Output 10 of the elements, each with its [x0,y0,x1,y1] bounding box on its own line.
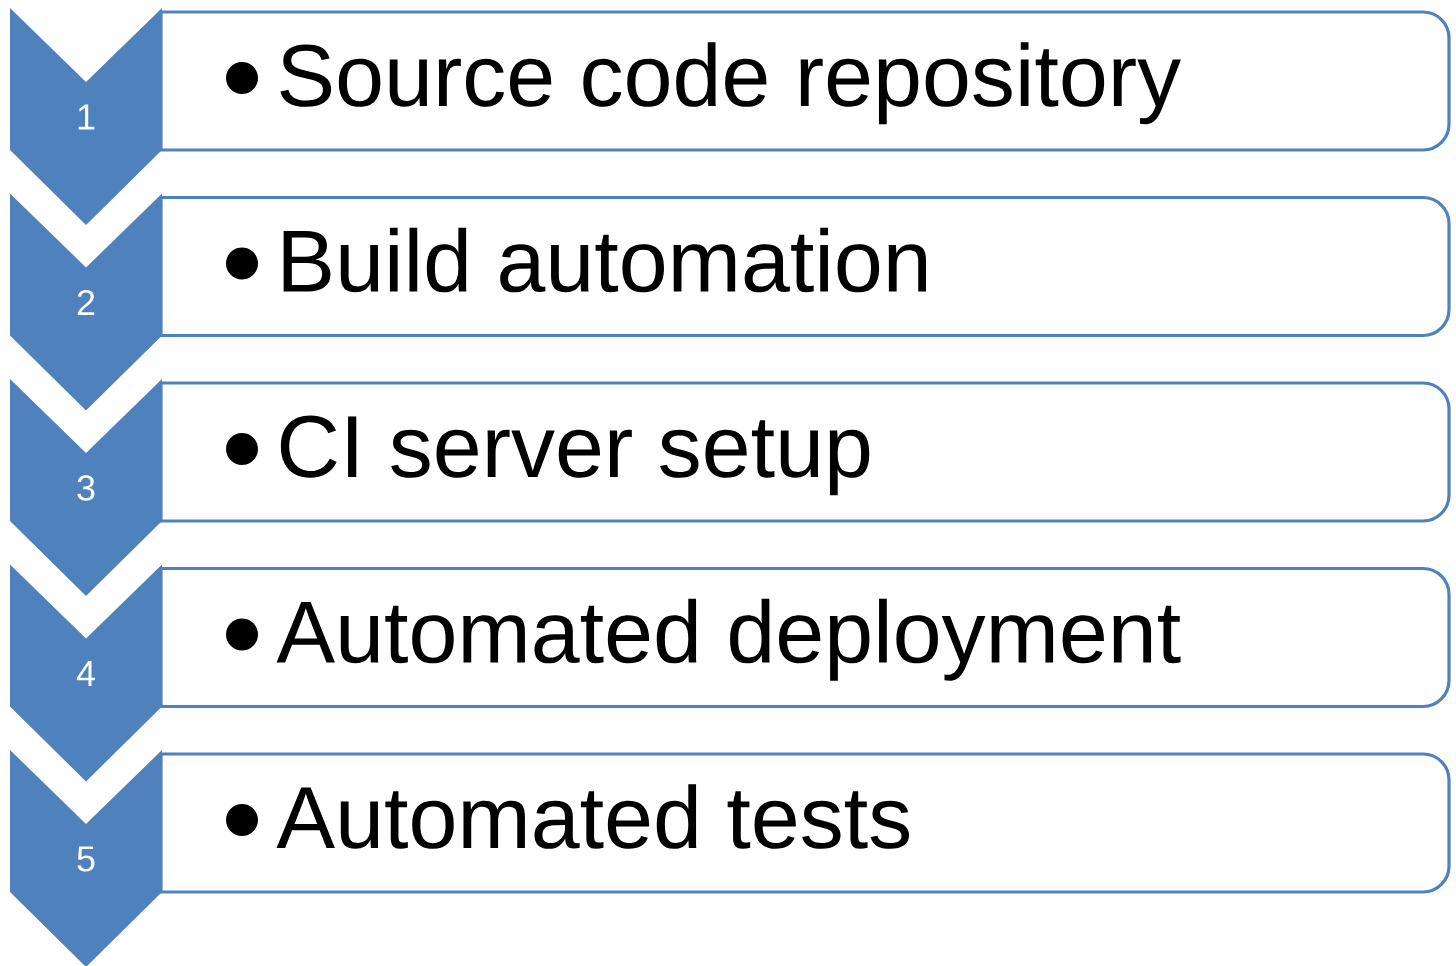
step-number-tab: 2 [10,193,162,411]
step-number-tab: 3 [10,379,162,596]
step-box: Build automation [159,195,1451,338]
step-number-tab: 4 [10,564,162,782]
step-box: Source code repository [159,10,1451,152]
step-number-tab: 1 [10,8,162,225]
step-box: Automated deployment [159,566,1451,709]
step-box: Automated tests [159,752,1451,894]
step-box: CI server setup [159,381,1451,523]
step-number-tab: 5 [10,750,162,966]
